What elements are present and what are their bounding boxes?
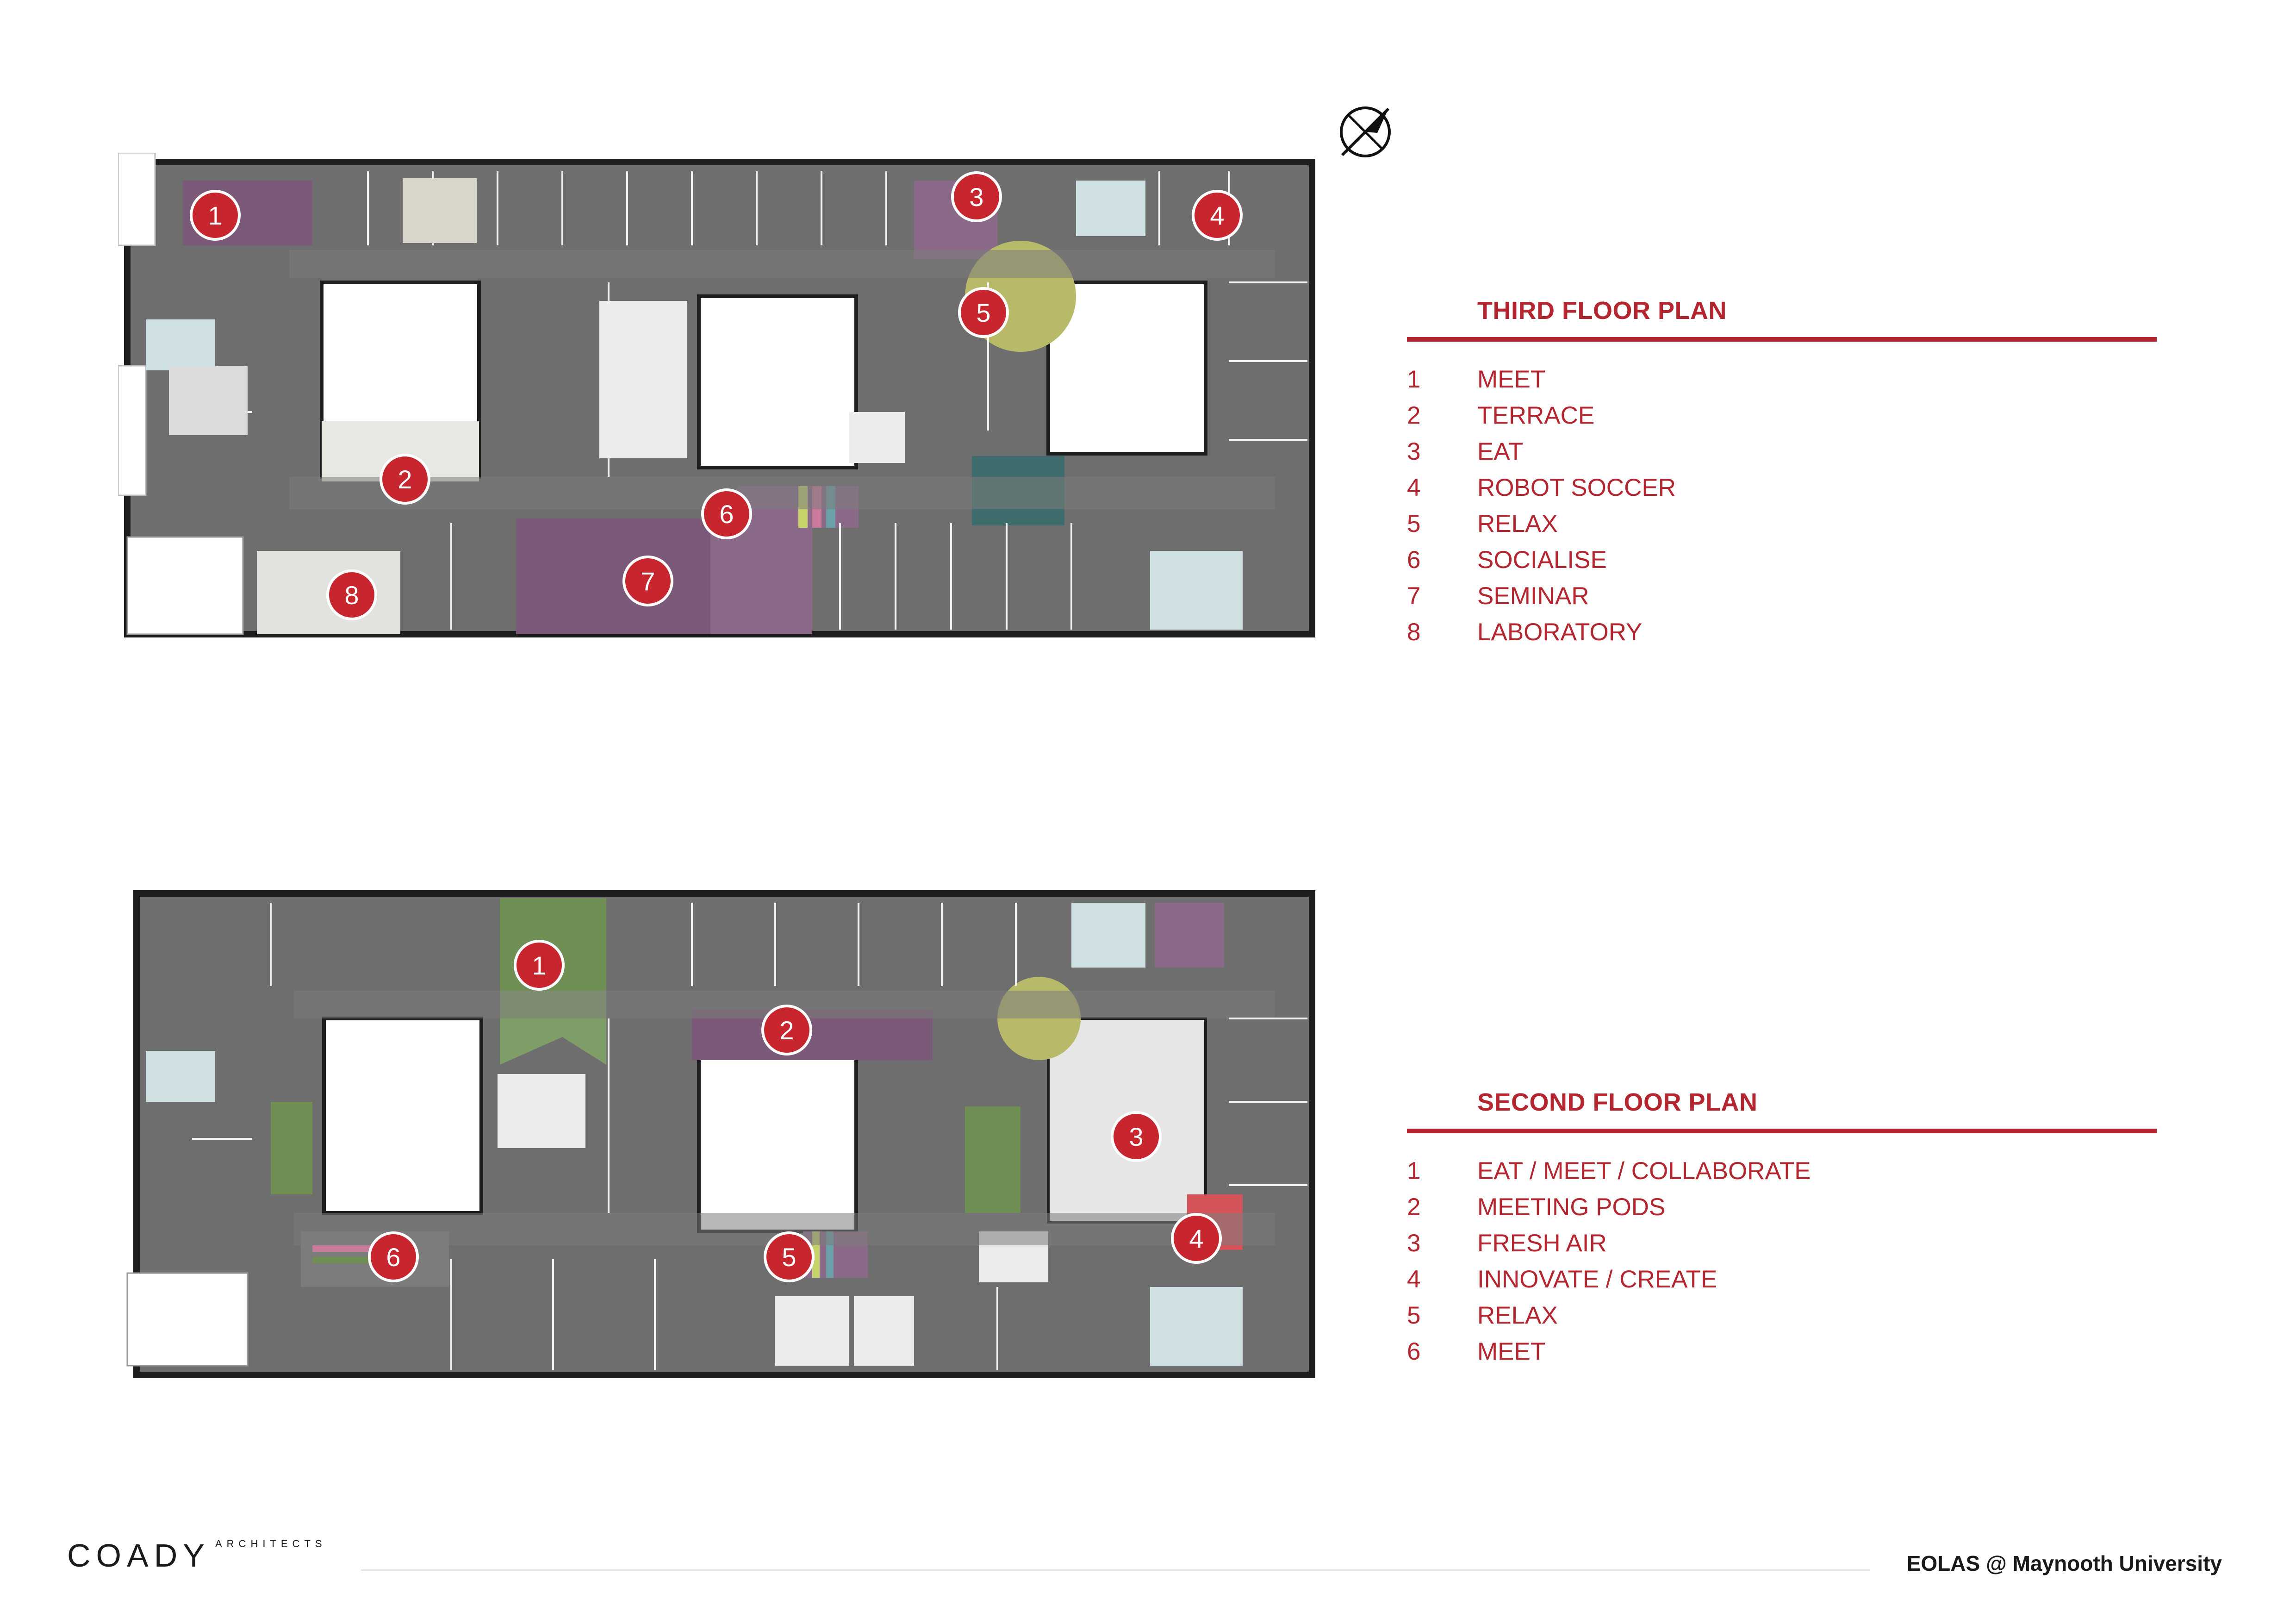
legend-item: 3 EAT [1407, 433, 2157, 469]
legend-label: INNOVATE / CREATE [1477, 1265, 1717, 1293]
legend-item: 2 MEETING PODS [1407, 1189, 2157, 1225]
legend-item: 4 INNOVATE / CREATE [1407, 1261, 2157, 1297]
legend-item: 6 MEET [1407, 1333, 2157, 1369]
second-floor-rule [1407, 1129, 2157, 1133]
legend-num: 4 [1407, 1265, 1421, 1293]
legend-label: SOCIALISE [1477, 546, 1607, 574]
legend-num: 6 [1407, 1337, 1421, 1365]
legend-num: 6 [1407, 546, 1421, 574]
legend-label: LABORATORY [1477, 618, 1643, 646]
legend-item: 6 SOCIALISE [1407, 542, 2157, 578]
legend-num: 4 [1407, 474, 1421, 501]
footer-divider [361, 1569, 1870, 1571]
legend-num: 2 [1407, 401, 1421, 429]
third-floor-title: THIRD FLOOR PLAN [1477, 297, 1727, 325]
legend-num: 5 [1407, 1301, 1421, 1329]
legend-label: ROBOT SOCCER [1477, 474, 1676, 501]
north-arrow-icon [1333, 100, 1398, 164]
legend-item: 4 ROBOT SOCCER [1407, 469, 2157, 506]
second-floor-title: SECOND FLOOR PLAN [1477, 1088, 1758, 1116]
third-floor-legend: THIRD FLOOR PLAN 1 MEET 2 TERRACE 3 EAT 4 RO… [1407, 296, 2157, 650]
third-floor-plan [118, 153, 1321, 643]
third-floor-list: 1 MEET 2 TERRACE 3 EAT 4 ROBOT SOCCER 5 RELAX… [1407, 361, 2157, 650]
legend-item: 1 EAT / MEET / COLLABORATE [1407, 1153, 2157, 1189]
legend-label: MEETING PODS [1477, 1193, 1666, 1221]
legend-num: 7 [1407, 582, 1421, 610]
third-floor-rule [1407, 337, 2157, 342]
legend-num: 2 [1407, 1193, 1421, 1221]
legend-num: 8 [1407, 618, 1421, 646]
project-name: EOLAS @ Maynooth University [1906, 1551, 2222, 1575]
legend-num: 1 [1407, 365, 1421, 393]
legend-num: 5 [1407, 510, 1421, 537]
legend-item: 7 SEMINAR [1407, 578, 2157, 614]
legend-label: EAT / MEET / COLLABORATE [1477, 1157, 1811, 1185]
legend-label: FRESH AIR [1477, 1229, 1607, 1257]
legend-num: 1 [1407, 1157, 1421, 1185]
legend-item: 5 RELAX [1407, 506, 2157, 542]
company-logo: COADY [67, 1537, 210, 1574]
legend-item: 3 FRESH AIR [1407, 1225, 2157, 1261]
company-logo-sub: ARCHITECTS [215, 1538, 327, 1549]
legend-label: TERRACE [1477, 401, 1595, 429]
legend-num: 3 [1407, 1229, 1421, 1257]
legend-item: 5 RELAX [1407, 1297, 2157, 1333]
legend-label: RELAX [1477, 510, 1558, 537]
legend-label: RELAX [1477, 1301, 1558, 1329]
second-floor-legend: SECOND FLOOR PLAN 1 EAT / MEET / COLLABOR… [1407, 1088, 2157, 1369]
legend-item: 8 LABORATORY [1407, 614, 2157, 650]
legend-item: 2 TERRACE [1407, 397, 2157, 433]
legend-num: 3 [1407, 437, 1421, 465]
second-floor-plan [118, 880, 1321, 1380]
legend-label: MEET [1477, 1337, 1546, 1365]
legend-label: EAT [1477, 437, 1524, 465]
legend-item: 1 MEET [1407, 361, 2157, 397]
legend-label: MEET [1477, 365, 1546, 393]
legend-label: SEMINAR [1477, 582, 1589, 610]
